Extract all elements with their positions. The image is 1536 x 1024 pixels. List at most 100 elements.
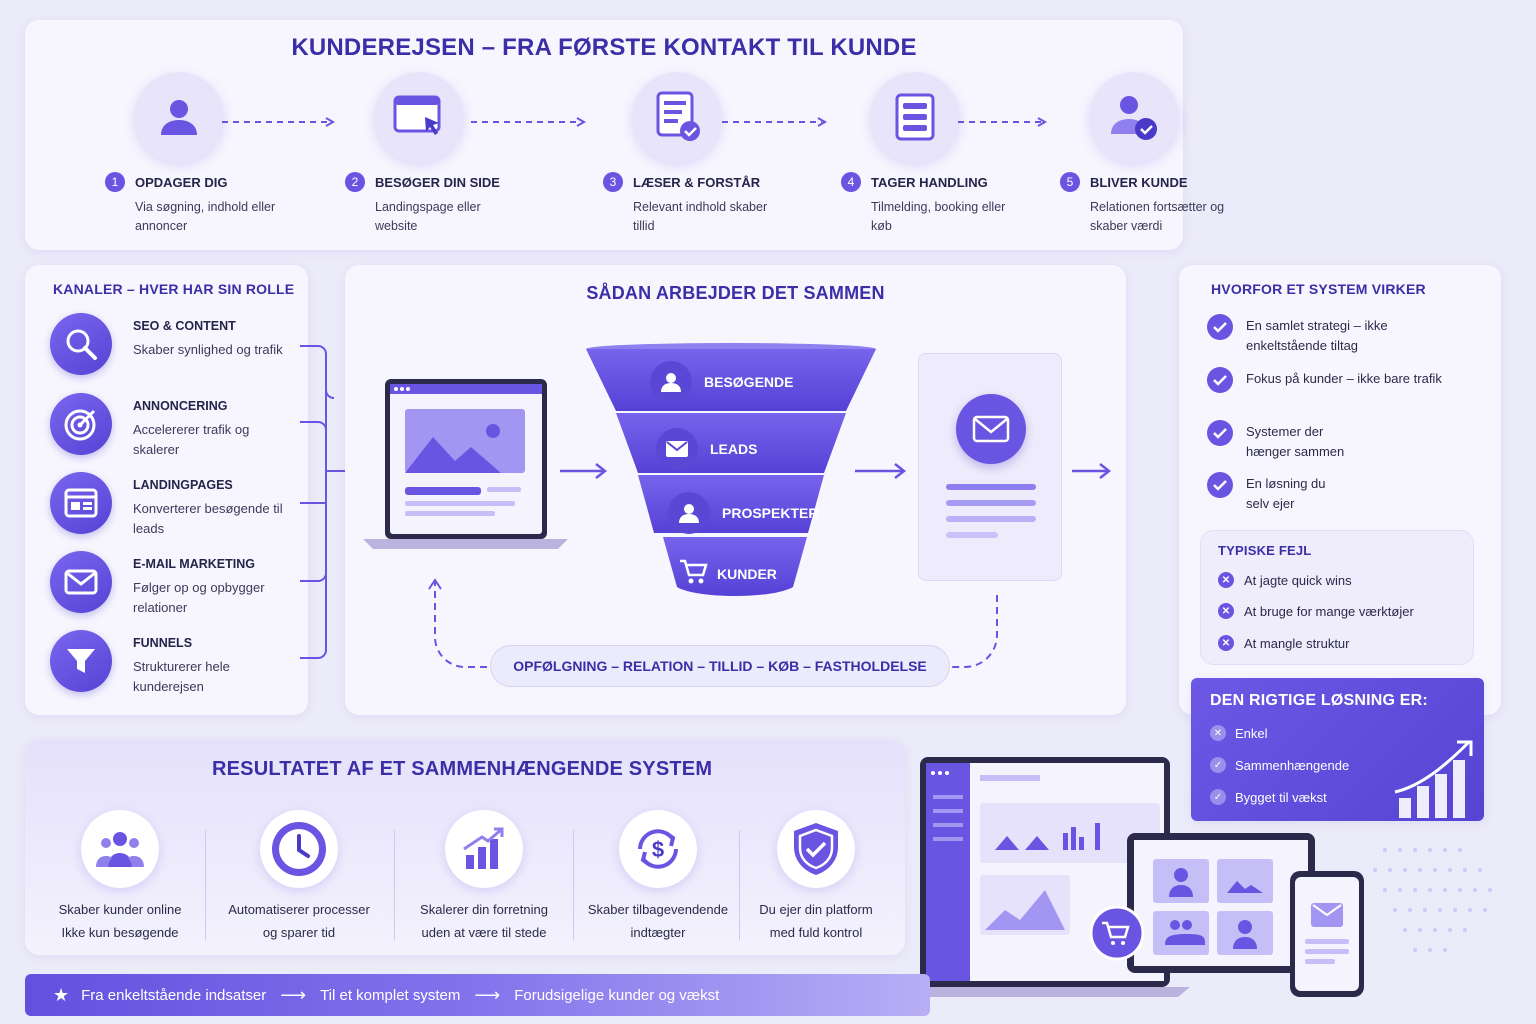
email-card (918, 353, 1062, 581)
x-icon: ✕ (1218, 572, 1234, 588)
step-number: 5 (1060, 172, 1080, 192)
channel-email: E-MAIL MARKETING Følger op og opbygger r… (50, 551, 305, 621)
search-icon (50, 313, 112, 375)
result-item: Du ejer din platform med fuld kontrol (726, 810, 906, 944)
funnel-stage-customers: KUNDER (679, 559, 777, 588)
check-icon (1207, 367, 1233, 393)
channel-ads: ANNONCERING Accelererer trafik og skaler… (50, 393, 305, 463)
channel-title: SEO & CONTENT (133, 319, 236, 333)
solution-item: ✓Bygget til vækst (1210, 789, 1327, 805)
channel-desc: Skaber synlighed og trafik (133, 342, 283, 357)
result-line: Skaber kunder online (58, 902, 182, 917)
channel-landingpages: LANDINGPAGES Konverterer besøgende til l… (50, 472, 305, 542)
divider (205, 830, 206, 940)
funnel-stage-leads: LEADS (656, 428, 757, 470)
devices-illustration (905, 757, 1492, 997)
step-number: 2 (345, 172, 365, 192)
why-text: En samlet strategi – ikke enkeltstående … (1246, 318, 1388, 353)
mail-icon (50, 551, 112, 613)
channel-title: ANNONCERING (133, 399, 228, 413)
step-desc: Relationen fortsætter og skaber værdi (1090, 200, 1225, 233)
result-line: med fuld kontrol (769, 925, 863, 940)
why-title: HVORFOR ET SYSTEM VIRKER (1211, 281, 1426, 297)
mistake-text: At bruge for mange værktøjer (1244, 603, 1414, 619)
funnel-label: LEADS (710, 441, 758, 457)
loop-arrows (428, 578, 998, 668)
browser-click-icon (374, 72, 464, 162)
step-title: OPDAGER DIG (135, 175, 228, 190)
solution-panel: DEN RIGTIGE LØSNING ER: ✕Enkel ✓Sammenhæ… (1191, 678, 1484, 821)
channel-funnels: FUNNELS Strukturerer hele kunderejsen (50, 630, 305, 700)
divider (739, 830, 740, 940)
results-panel: RESULTATET AF ET SAMMENHÆNGENDE SYSTEM S… (25, 740, 905, 955)
check-icon (1207, 472, 1233, 498)
funnel-label: KUNDER (717, 565, 777, 582)
result-line: Ikke kun besøgende (61, 925, 179, 940)
journey-panel: KUNDEREJSEN – FRA FØRSTE KONTAKT TIL KUN… (25, 20, 1224, 250)
check-icon (1207, 314, 1233, 340)
channel-desc: Følger op og opbygger relationer (133, 580, 265, 615)
svg-text:$: $ (652, 837, 664, 862)
result-line: Du ejer din platform (759, 902, 873, 917)
system-panel: SÅDAN ARBEJDER DET SAMMEN BESØGENDE LEAD… (345, 265, 1126, 715)
target-icon (50, 393, 112, 455)
bar-item: Forudsigelige kunder og vækst (514, 986, 720, 1004)
step-desc: Landingspage eller website (375, 200, 481, 233)
recurring-dollar-icon: $ (619, 810, 697, 888)
step-desc: Relevant indhold skaber tillid (633, 200, 768, 233)
channel-title: LANDINGPAGES (133, 478, 233, 492)
solution-text: Enkel (1235, 725, 1268, 741)
why-text: Fokus på kunder – ikke bare trafik (1246, 371, 1442, 386)
cart-icon (679, 559, 709, 588)
channel-desc: Konverterer besøgende til leads (133, 501, 283, 536)
divider (573, 830, 574, 940)
system-title: SÅDAN ARBEJDER DET SAMMEN (586, 283, 885, 303)
check-icon: ✓ (1210, 789, 1226, 805)
step-title: BLIVER KUNDE (1090, 175, 1188, 190)
result-line: Skalerer din forretning (420, 902, 548, 917)
step-title: TAGER HANDLING (871, 175, 988, 190)
step-desc: Via søgning, indhold eller annoncer (135, 200, 276, 233)
user-icon (668, 492, 710, 534)
why-text: Systemer der hænger sammen (1246, 424, 1345, 459)
mail-icon (656, 428, 698, 470)
shield-check-icon (777, 810, 855, 888)
check-icon: ✓ (1210, 757, 1226, 773)
solution-item: ✕ Enkel (1210, 725, 1268, 741)
bar-item: Til et komplet system (320, 986, 461, 1004)
mistake-text: At mangle struktur (1244, 635, 1350, 651)
why-text: En løsning du selv ejer (1246, 476, 1326, 511)
user-icon (134, 72, 224, 162)
result-line: Automatiserer processer (228, 902, 370, 917)
step-desc: Tilmelding, booking eller køb (871, 200, 1006, 233)
clock-icon (260, 810, 338, 888)
user-check-icon (1089, 72, 1179, 162)
arrow-to-email (855, 463, 907, 479)
channel-title: E-MAIL MARKETING (133, 557, 255, 571)
x-icon: ✕ (1210, 725, 1226, 741)
laptop-illustration (363, 379, 568, 549)
step-title: BESØGER DIN SIDE (375, 175, 500, 190)
mistakes-title: TYPISKE FEJL (1218, 543, 1312, 558)
channel-desc: Strukturerer hele kunderejsen (133, 659, 230, 694)
summary-bar: ★ Fra enkeltstående indsatser ⟶ Til et k… (25, 974, 930, 1016)
result-line: Skaber tilbagevendende (587, 902, 729, 917)
people-icon (81, 810, 159, 888)
user-icon (650, 361, 692, 403)
channels-panel: KANALER – HVER HAR SIN ROLLE SEO & CONTE… (25, 265, 308, 715)
result-line: uden at være til stede (421, 925, 547, 940)
channel-desc: Accelererer trafik og skalerer (133, 422, 250, 457)
funnel-stage-visitors: BESØGENDE (650, 361, 793, 403)
growth-chart-icon (1394, 740, 1473, 818)
mistakes-panel: TYPISKE FEJL ✕At jagte quick wins ✕At br… (1200, 530, 1474, 665)
arrow-to-funnel (560, 463, 608, 479)
journey-arrow (958, 117, 1048, 127)
funnel-label: BESØGENDE (704, 374, 794, 390)
journey-arrow (722, 117, 828, 127)
check-icon (1207, 420, 1233, 446)
journey-arrow (222, 117, 336, 127)
document-check-icon (632, 72, 722, 162)
journey-title: KUNDEREJSEN – FRA FØRSTE KONTAKT TIL KUN… (291, 34, 917, 61)
bar-item: Fra enkeltstående indsatser (81, 986, 267, 1004)
